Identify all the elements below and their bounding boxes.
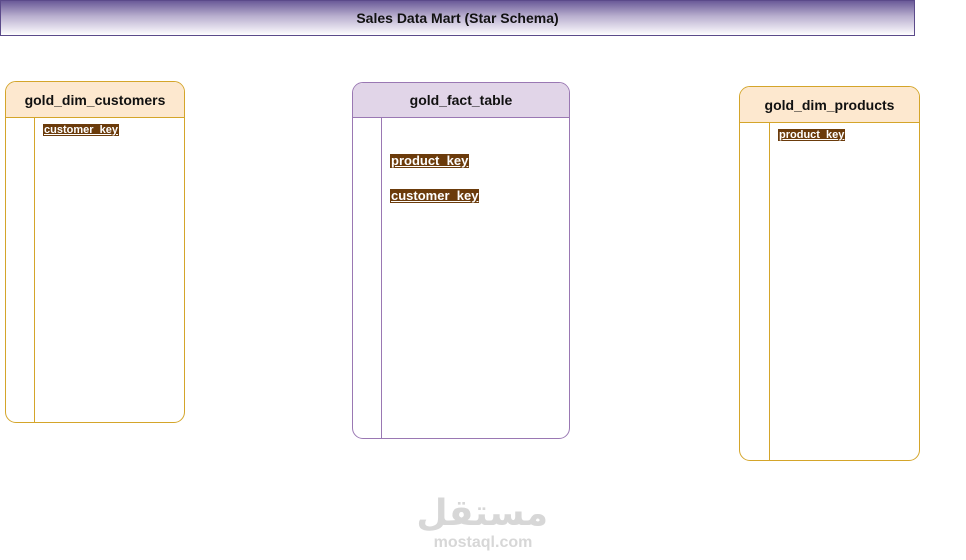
entity-body-customers: customer_key [6,118,184,422]
entity-gold-fact-table[interactable]: gold_fact_table product_key customer_key [352,82,570,439]
product-key-field[interactable]: product_key [778,129,846,142]
customer-key-field[interactable]: customer_key [390,188,480,204]
entity-header-fact: gold_fact_table [353,83,569,118]
key-column-divider [381,118,382,438]
entity-header-products: gold_dim_products [740,87,919,123]
key-column-divider [34,118,35,422]
entity-gold-dim-customers[interactable]: gold_dim_customers customer_key [5,81,185,423]
watermark-logo: مستقل [416,493,548,534]
product-key-field[interactable]: product_key [390,153,470,169]
entity-body-products: product_key [740,123,919,460]
customer-key-field[interactable]: customer_key [43,124,119,137]
entity-body-fact: product_key customer_key [353,118,569,438]
watermark: مستقل mostaql.com [416,493,548,552]
key-column-divider [769,123,770,460]
diagram-title: Sales Data Mart (Star Schema) [0,0,915,36]
entity-header-customers: gold_dim_customers [6,82,184,118]
entity-gold-dim-products[interactable]: gold_dim_products product_key [739,86,920,461]
watermark-site: mostaql.com [433,534,533,551]
